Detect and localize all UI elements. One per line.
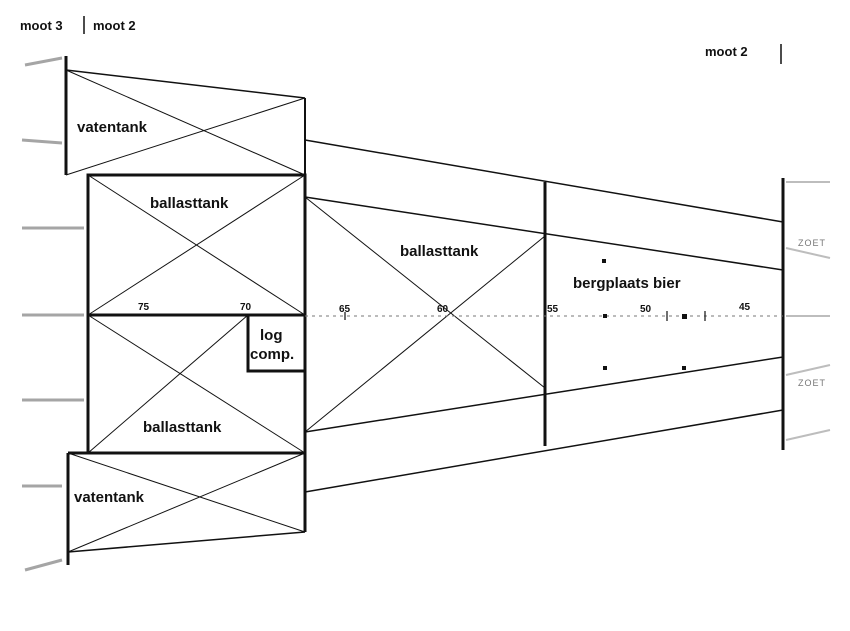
label-bergplaats-bier: bergplaats bier (573, 275, 681, 292)
frame-number: 65 (339, 304, 351, 315)
dot (682, 366, 686, 370)
frame-number: 70 (240, 302, 252, 313)
frame-number: 50 (640, 304, 652, 315)
vatentank-top-box (64, 56, 306, 176)
label-log-comp-line1: log (260, 327, 283, 344)
frame-number: 75 (138, 302, 150, 313)
dot (602, 259, 606, 263)
ballasttank-mid-box (304, 182, 547, 446)
header-moot-2: moot 2 (93, 18, 136, 33)
frame-number: 55 (547, 304, 559, 315)
edge-stamp: ZOET (798, 238, 826, 248)
label-vatentank-bottom: vatentank (74, 489, 145, 506)
vatentank-bottom-box (66, 451, 307, 565)
header-moot-2-right: moot 2 (705, 44, 748, 59)
label-ballasttank-lower: ballasttank (143, 419, 222, 436)
centerline-ticks (344, 311, 706, 321)
label-ballasttank-mid: ballasttank (400, 243, 479, 260)
left-edge-arrows (21, 56, 84, 572)
log-comp-box (246, 315, 305, 373)
right-edge-arrows (785, 181, 831, 441)
frame-number: 45 (739, 302, 751, 313)
dot (682, 314, 687, 319)
frame-number: 60 (437, 304, 449, 315)
label-vatentank-top: vatentank (77, 119, 148, 136)
label-log-comp-line2: comp. (250, 346, 294, 363)
label-ballasttank-upper: ballasttank (150, 195, 229, 212)
dot (603, 366, 607, 370)
dot (603, 314, 607, 318)
header-moot-3: moot 3 (20, 18, 63, 33)
marker-dots (602, 259, 687, 370)
edge-stamp: ZOET (798, 378, 826, 388)
